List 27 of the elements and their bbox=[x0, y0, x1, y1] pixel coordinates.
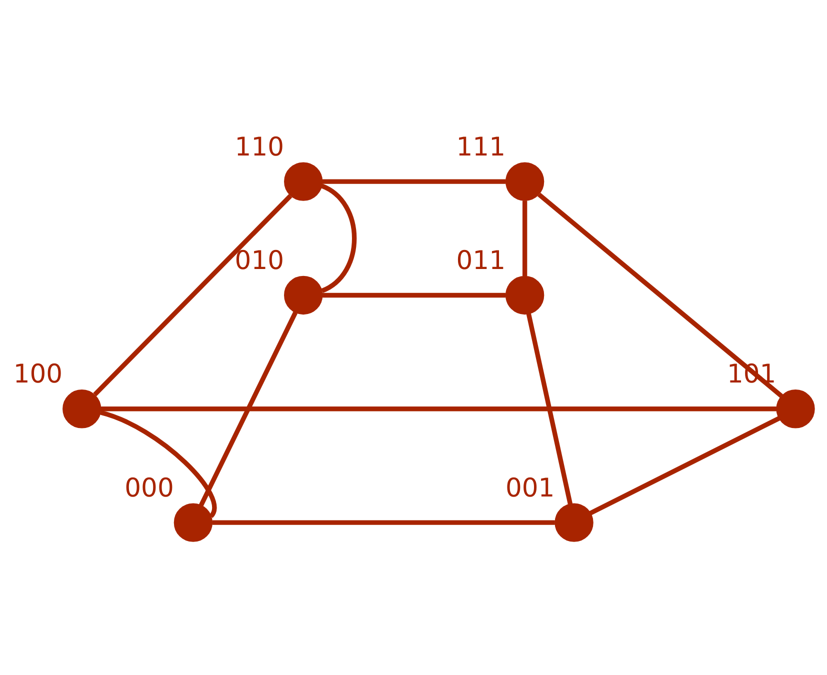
node-circle bbox=[554, 502, 594, 542]
connector bbox=[322, 178, 506, 184]
node-label: 000 bbox=[124, 472, 174, 503]
connector bbox=[526, 312, 573, 504]
node-circle bbox=[174, 502, 213, 542]
node-label: 001 bbox=[506, 472, 555, 503]
node-label: 100 bbox=[13, 359, 63, 390]
connector bbox=[322, 292, 506, 298]
node-circle bbox=[776, 389, 815, 428]
node-label: 011 bbox=[456, 245, 506, 276]
node-label: 111 bbox=[456, 132, 506, 162]
connector bbox=[538, 192, 783, 398]
node-label: 110 bbox=[234, 132, 284, 162]
node-circle bbox=[506, 275, 544, 314]
node-label: 010 bbox=[234, 245, 284, 276]
node-circle bbox=[62, 389, 102, 428]
node-circle bbox=[284, 275, 323, 314]
connector bbox=[522, 200, 528, 276]
connector bbox=[198, 311, 298, 506]
connector bbox=[100, 406, 777, 411]
node-circle bbox=[506, 162, 544, 200]
node-circle bbox=[284, 162, 323, 200]
connector bbox=[100, 410, 216, 517]
connector bbox=[320, 183, 357, 292]
connector bbox=[589, 416, 780, 515]
connector bbox=[93, 194, 292, 396]
connector bbox=[212, 520, 555, 524]
